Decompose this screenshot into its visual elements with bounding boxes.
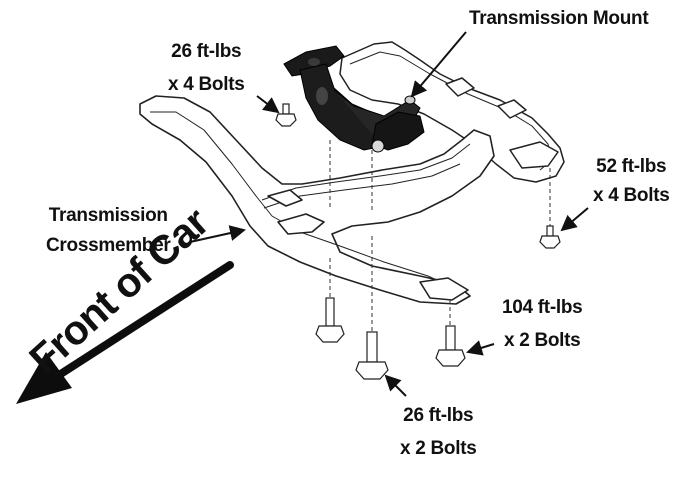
torque-label-top-left: 26 ft-lbs x 4 Bolts — [168, 40, 245, 97]
transmission-crossmember-frame — [139, 95, 495, 305]
crossmember-line-2: Crossmember — [46, 234, 171, 256]
torque-value: 26 ft-lbs — [403, 405, 474, 426]
bolt-count: x 2 Bolts — [503, 329, 581, 351]
transmission-mount-text: Transmission Mount — [469, 8, 649, 29]
bolt-top-left — [275, 103, 297, 127]
bolt-count: x 2 Bolts — [400, 437, 477, 459]
torque-value: 52 ft-lbs — [596, 156, 667, 177]
torque-label-right: 52 ft-lbs x 4 Bolts — [593, 155, 670, 208]
bolt-count: x 4 Bolts — [593, 184, 670, 206]
transmission-mount-part — [283, 45, 425, 153]
crossmember-line-1: Transmission — [48, 205, 168, 226]
front-of-car-arrow — [16, 261, 234, 404]
bolt-bottom-left — [315, 297, 345, 343]
torque-label-bottom-right: 104 ft-lbs x 2 Bolts — [502, 296, 583, 353]
bolt-bottom-right — [435, 325, 466, 367]
torque-label-bottom-center: 26 ft-lbs x 2 Bolts — [400, 404, 477, 461]
torque-value: 104 ft-lbs — [502, 297, 583, 318]
bolt-count: x 4 Bolts — [168, 73, 245, 95]
callout-arrows — [189, 31, 589, 397]
rear-support-bracket — [339, 41, 565, 183]
alignment-lines — [329, 140, 551, 332]
bolt-right — [539, 225, 561, 249]
transmission-crossmember-label: Transmission Crossmember — [46, 204, 171, 258]
transmission-mount-label: Transmission Mount — [469, 7, 649, 31]
torque-value: 26 ft-lbs — [171, 41, 242, 62]
bolt-bottom-center — [355, 331, 389, 380]
